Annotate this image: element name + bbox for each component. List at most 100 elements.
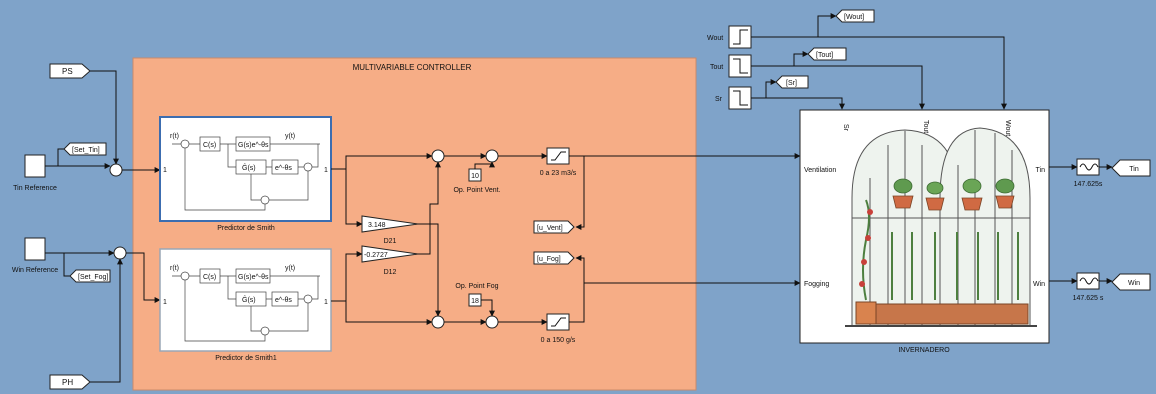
smith-bottom-inner-diagram: [172, 268, 320, 342]
tout-goto-tag[interactable]: [807, 47, 847, 61]
sr-wire: [751, 97, 845, 110]
plant-in-vent: Ventilation: [804, 167, 836, 174]
op-point-vent-value: 10: [471, 173, 479, 180]
leaf-icon: [962, 178, 982, 194]
tomato-icon: [861, 259, 867, 265]
inner-ghat-label: Ĝ(s): [242, 163, 256, 172]
ph-source-block[interactable]: [49, 374, 91, 390]
to-d12-wire: [345, 251, 363, 301]
leaf-icon: [995, 178, 1015, 194]
win-reference-block[interactable]: [24, 237, 46, 261]
sr-goto-tag[interactable]: [775, 75, 809, 89]
u-vent-goto-tag[interactable]: [533, 220, 575, 234]
inner-c-label: C(s): [203, 274, 216, 281]
win-ref-goto-wire: [63, 253, 70, 277]
saturation-icon: [551, 151, 566, 161]
inner-g-label: G(s)e^-θs: [238, 142, 269, 149]
win-output-label: Win: [1128, 280, 1140, 287]
greenhouse-illustration: [845, 127, 1037, 327]
op-fog-wire: [481, 299, 495, 317]
d12-name: D12: [384, 269, 397, 276]
u-fog-goto-tag[interactable]: [533, 251, 575, 265]
u-fog-label: [u_Fog]: [537, 256, 561, 263]
port-out-label: 1: [324, 299, 328, 306]
op-point-vent-name: Op. Point Vent.: [453, 187, 500, 194]
win-error-sum[interactable]: [113, 246, 127, 260]
wout-wire: [751, 36, 1007, 110]
pot-icon: [995, 195, 1015, 209]
vent-feedback-wire: [575, 156, 585, 230]
tomato-icon: [859, 281, 865, 287]
decoupling-sum-vent[interactable]: [431, 149, 445, 163]
step-icon: [733, 29, 748, 45]
win-output-goto-tag[interactable]: [1111, 273, 1151, 291]
smith-top-out-wire: [331, 153, 433, 170]
tout-wire: [751, 65, 925, 110]
ps-wire: [90, 70, 119, 165]
fog-command-wire: [569, 280, 801, 323]
step-icon: [733, 58, 748, 74]
inner-wires: [172, 275, 320, 342]
tin-reference-block[interactable]: [24, 154, 46, 178]
win-error-wire: [126, 252, 161, 303]
d21-value: 3.148: [368, 222, 386, 229]
saturation-icon: [551, 317, 566, 327]
set-fog-goto-tag[interactable]: [69, 269, 111, 283]
set-tin-label: [Set_Tin]: [72, 147, 100, 154]
inner-edelay-label: e^-θs: [275, 165, 292, 172]
smith-bottom-name: Predictor de Smith1: [215, 355, 277, 362]
sr-source-label: Sr: [715, 96, 723, 103]
ps-source-block[interactable]: [49, 63, 91, 79]
port-out-label: 1: [324, 167, 328, 174]
wout-goto-label: [Wout]: [844, 14, 864, 21]
tin-output-goto-tag[interactable]: [1111, 159, 1151, 177]
u-vent-label: [u_Vent]: [537, 225, 563, 232]
smith-bottom-out-wire: [331, 300, 433, 325]
plant-out-win: Win: [1033, 281, 1045, 288]
win-reference-label: Win Reference: [12, 267, 58, 274]
saturation-fog-label: 0 a 150 g/s: [541, 337, 576, 344]
inner-edelay-label: e^-θs: [275, 297, 292, 304]
wout-goto-wire: [817, 13, 837, 37]
step-icon: [733, 90, 748, 106]
tin-error-sum[interactable]: [109, 163, 123, 177]
planter-box: [871, 303, 1029, 325]
hanging-plants: [859, 178, 1019, 301]
plant-in-fog: Fogging: [804, 281, 829, 288]
op-point-fog-value: 18: [471, 298, 479, 305]
plant-in-wout: Wout: [1004, 120, 1011, 136]
port-in-label: 1: [163, 299, 167, 306]
set-fog-label: [Set_Fog]: [78, 274, 108, 281]
inner-y-label: y(t): [285, 265, 295, 272]
fog-feedback-wire: [575, 255, 585, 283]
op-point-sum-vent[interactable]: [485, 149, 499, 163]
set-tin-goto-tag[interactable]: [63, 142, 107, 156]
tomato-icon: [865, 235, 871, 241]
pot-icon: [892, 195, 914, 209]
pot-icon: [925, 197, 945, 211]
leaf-icon: [893, 178, 913, 194]
win-filter-label: 147.625 s: [1073, 295, 1104, 302]
to-d21-wire: [345, 169, 363, 227]
inner-r-label: r(t): [170, 133, 179, 140]
filter-icon: [1079, 277, 1099, 285]
tout-goto-wire: [793, 51, 809, 66]
ps-label: PS: [62, 67, 73, 76]
tin-output-label: Tin: [1129, 166, 1139, 173]
saturation-vent-label: 0 a 23 m3/s: [540, 170, 577, 177]
op-point-sum-fog[interactable]: [485, 315, 499, 329]
wout-goto-tag[interactable]: [835, 9, 875, 23]
decoupling-sum-fog[interactable]: [431, 315, 445, 329]
planter-box: [855, 301, 877, 325]
controller-title: MULTIVARIABLE CONTROLLER: [353, 63, 472, 72]
tin-reference-label: Tin Reference: [13, 185, 57, 192]
plant-name: INVERNADERO: [898, 347, 950, 354]
tomato-icon: [867, 209, 873, 215]
inner-r-label: r(t): [170, 265, 179, 272]
ph-wire: [90, 258, 123, 383]
port-in-label: 1: [163, 167, 167, 174]
d21-out-wire: [418, 223, 441, 317]
d12-out-wire: [418, 161, 441, 255]
d12-value: -0.2727: [364, 252, 388, 259]
